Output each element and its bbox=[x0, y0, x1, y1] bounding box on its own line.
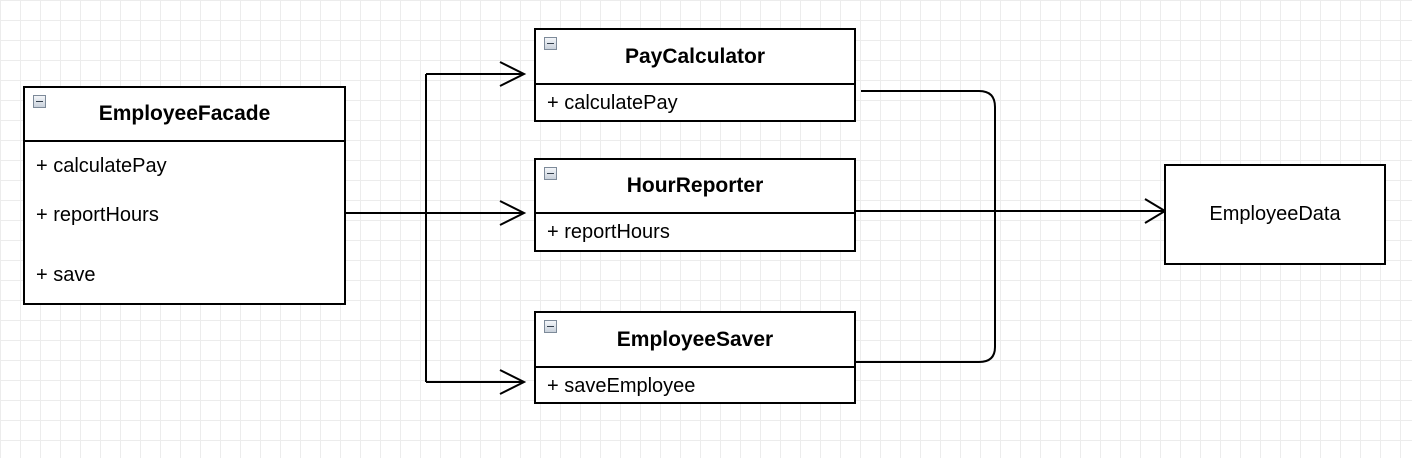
class-header: HourReporter bbox=[536, 160, 854, 214]
class-hour-reporter[interactable]: HourReporter + reportHours bbox=[534, 158, 856, 252]
member-calculate-pay[interactable]: + calculatePay bbox=[547, 92, 678, 114]
member-report-hours[interactable]: + reportHours bbox=[36, 204, 159, 226]
member-calculate-pay[interactable]: + calculatePay bbox=[36, 155, 167, 177]
class-name: PayCalculator bbox=[624, 44, 766, 68]
member-save-employee[interactable]: + saveEmployee bbox=[547, 375, 696, 397]
paycalculator-to-data-edge[interactable] bbox=[856, 90, 996, 363]
employee-data-box[interactable]: EmployeeData bbox=[1164, 164, 1386, 265]
employee-data-label: EmployeeData bbox=[1209, 203, 1341, 225]
collapse-icon[interactable] bbox=[544, 167, 557, 180]
arrowhead-employeesaver bbox=[499, 369, 527, 395]
class-name: EmployeeSaver bbox=[616, 327, 774, 351]
member-report-hours[interactable]: + reportHours bbox=[547, 221, 670, 243]
class-pay-calculator[interactable]: PayCalculator + calculatePay bbox=[534, 28, 856, 122]
arrowhead-paycalculator bbox=[499, 61, 527, 87]
class-name: HourReporter bbox=[626, 174, 764, 197]
collapse-icon[interactable] bbox=[33, 95, 46, 108]
class-header: EmployeeSaver bbox=[536, 313, 854, 368]
class-employee-saver[interactable]: EmployeeSaver + saveEmployee bbox=[534, 311, 856, 404]
collapse-icon[interactable] bbox=[544, 37, 557, 50]
class-name: EmployeeFacade bbox=[98, 102, 271, 125]
member-save[interactable]: + save bbox=[36, 264, 96, 286]
class-employee-facade[interactable]: EmployeeFacade + calculatePay + reportHo… bbox=[23, 86, 346, 305]
collapse-icon[interactable] bbox=[544, 320, 557, 333]
class-header: EmployeeFacade bbox=[25, 88, 344, 142]
facade-branch-trunk[interactable] bbox=[345, 74, 427, 382]
class-header: PayCalculator bbox=[536, 30, 854, 85]
arrowhead-hourreporter bbox=[499, 200, 527, 226]
